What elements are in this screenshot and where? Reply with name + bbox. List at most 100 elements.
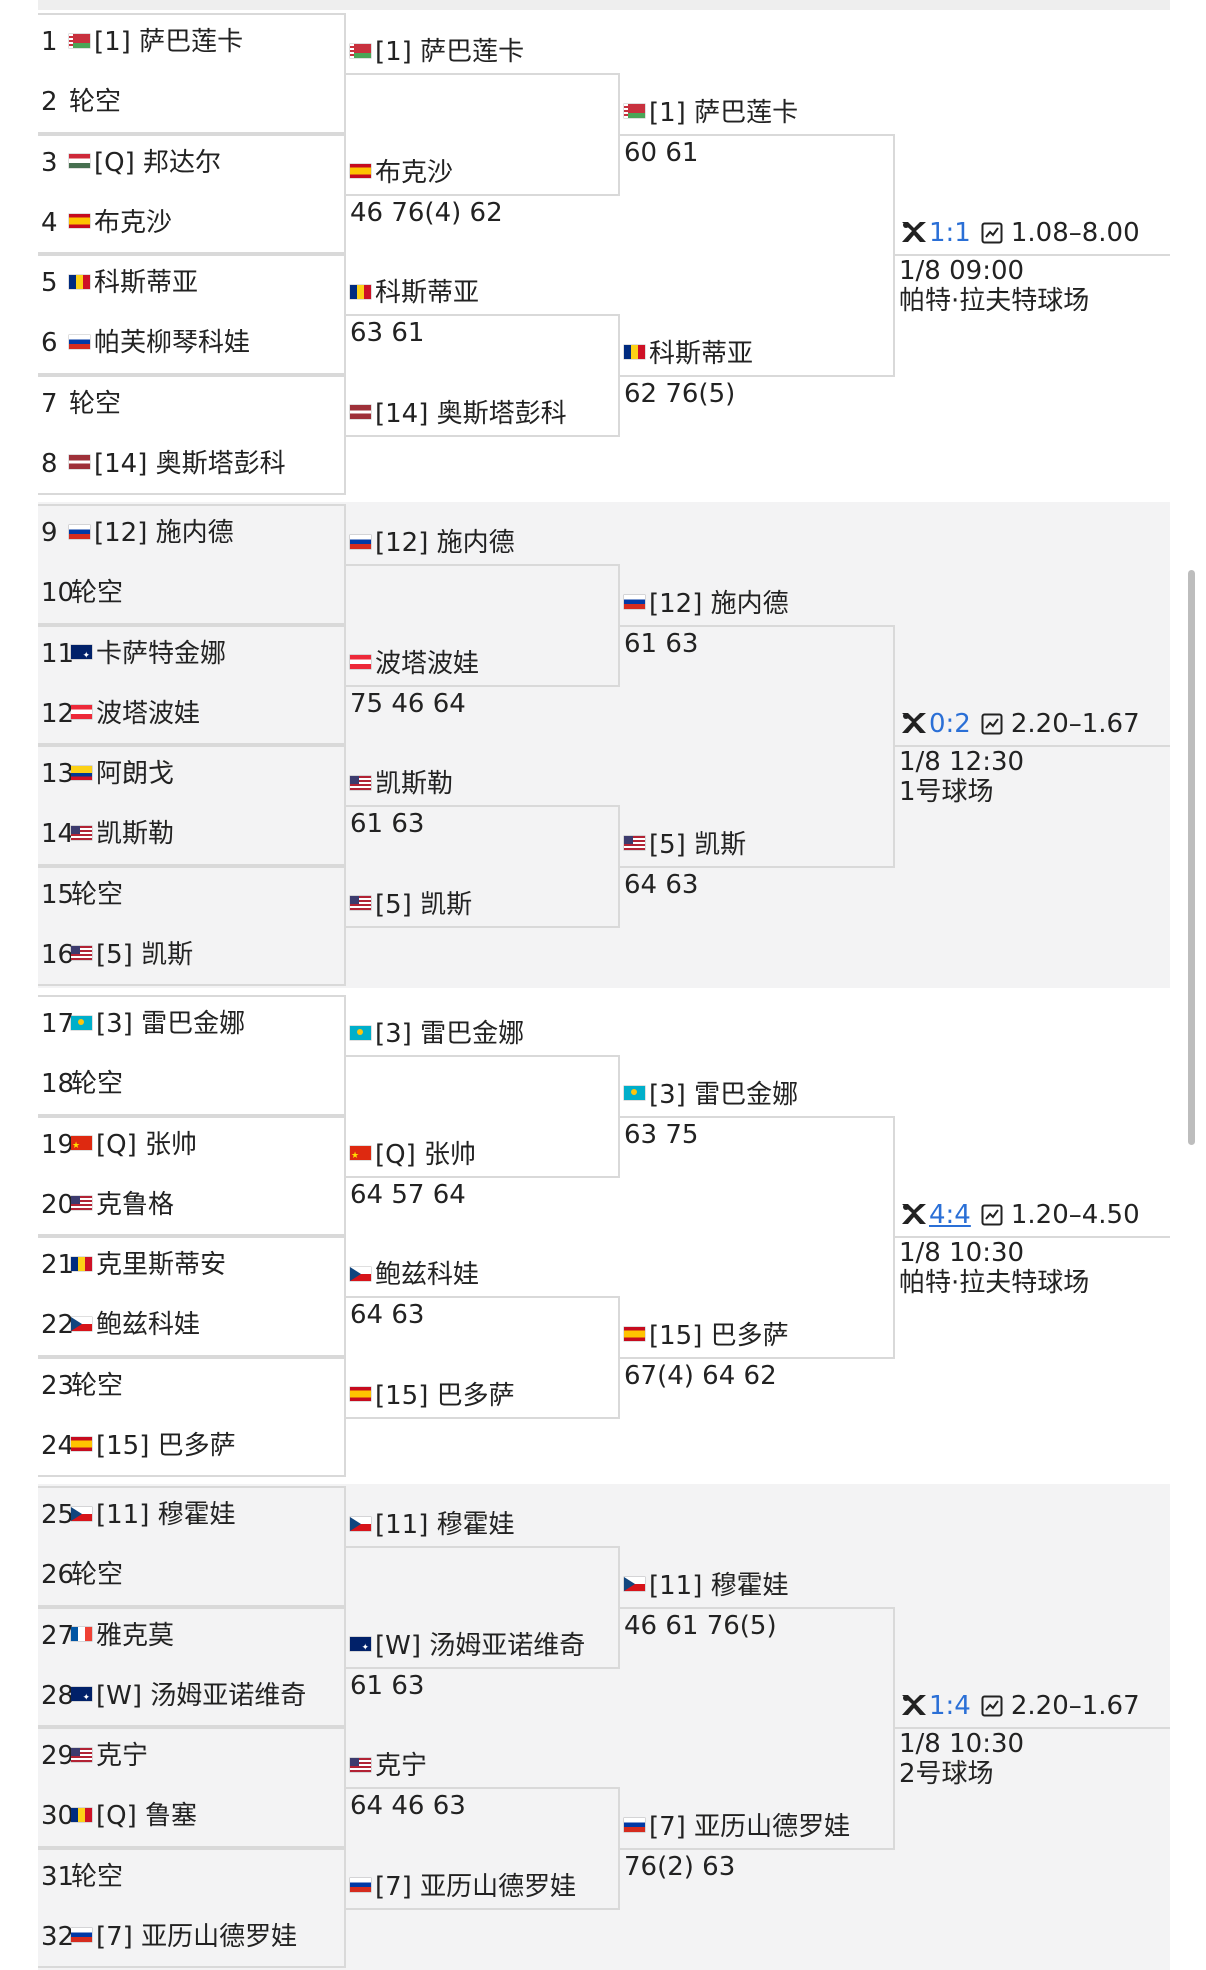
player-name[interactable]: [Q] 邦达尔 <box>94 147 222 178</box>
seed-number: 14 <box>41 819 75 850</box>
player-name[interactable]: 帕芙柳琴科娃 <box>94 328 251 359</box>
odds-chart-icon[interactable] <box>981 221 1003 243</box>
player-name[interactable]: 轮空 <box>69 87 122 118</box>
player-name[interactable]: [7] 亚历山德罗娃 <box>96 1921 298 1952</box>
player-name[interactable]: [5] 凯斯 <box>96 939 194 970</box>
bracket-line <box>893 624 895 868</box>
flag-au-icon <box>350 1633 371 1663</box>
head-to-head-link[interactable]: 1:1 <box>929 218 971 248</box>
player-name[interactable]: 凯斯勒 <box>96 819 175 850</box>
tennis-match-icon[interactable] <box>899 219 929 245</box>
odds-value[interactable]: 1.20–4.50 <box>1010 1200 1140 1230</box>
player-name[interactable]: 轮空 <box>71 578 124 609</box>
r2-entry: [Q] 张帅 <box>350 1139 477 1171</box>
player-name[interactable]: [3] 雷巴金娜 <box>375 1019 525 1050</box>
bracket-line <box>618 1787 620 1910</box>
player-name[interactable]: [15] 巴多萨 <box>375 1380 515 1411</box>
player-name[interactable]: 克宁 <box>96 1741 149 1771</box>
odds-value[interactable]: 2.20–1.67 <box>1010 1691 1140 1721</box>
bracket-line <box>346 314 620 317</box>
player-name[interactable]: [Q] 张帅 <box>375 1139 477 1170</box>
player-name[interactable]: 轮空 <box>71 1861 124 1892</box>
bracket-line <box>346 1787 620 1790</box>
player-name[interactable]: 轮空 <box>69 388 122 419</box>
player-name[interactable]: [14] 奥斯塔彭科 <box>375 398 567 429</box>
tennis-match-icon[interactable] <box>899 710 929 736</box>
player-name[interactable]: [12] 施内德 <box>375 528 515 559</box>
odds-chart-icon[interactable] <box>981 1694 1003 1716</box>
tennis-match-icon[interactable] <box>899 1692 929 1718</box>
player-name[interactable]: 鲍兹科娃 <box>96 1310 201 1341</box>
player-name[interactable]: 轮空 <box>71 879 124 910</box>
flag-au-icon <box>71 1683 92 1713</box>
seed-number: 26 <box>41 1560 75 1591</box>
head-to-head-link[interactable]: 4:4 <box>929 1200 971 1230</box>
player-name[interactable]: 克宁 <box>375 1751 428 1782</box>
player-name[interactable]: 克里斯蒂安 <box>96 1250 227 1280</box>
player-name[interactable]: 克鲁格 <box>96 1189 175 1220</box>
flag-ru-icon <box>624 595 645 609</box>
player-name[interactable]: [1] 萨巴莲卡 <box>94 27 244 57</box>
player-name[interactable]: 科斯蒂亚 <box>649 338 754 369</box>
player-name[interactable]: [11] 穆霍娃 <box>375 1510 515 1541</box>
match-time: 1/8 10:30 <box>899 1729 1025 1759</box>
flag-ro-icon <box>624 345 645 359</box>
player-name[interactable]: 雅克莫 <box>96 1620 175 1651</box>
seed-number: 29 <box>41 1741 75 1771</box>
player-name[interactable]: 波塔波娃 <box>96 698 201 729</box>
player-name[interactable]: [1] 萨巴莲卡 <box>649 97 799 128</box>
head-to-head-link[interactable]: 0:2 <box>929 709 971 739</box>
head-to-head-link[interactable]: 1:4 <box>929 1691 971 1721</box>
player-name[interactable]: 凯斯勒 <box>375 769 454 800</box>
player-name[interactable]: [15] 巴多萨 <box>649 1320 789 1351</box>
player-name[interactable]: 科斯蒂亚 <box>375 278 480 309</box>
player-name[interactable]: [1] 萨巴莲卡 <box>375 37 525 68</box>
player-name[interactable]: [15] 巴多萨 <box>96 1430 236 1461</box>
seed-number: 32 <box>41 1921 75 1952</box>
player-name[interactable]: 阿朗戈 <box>96 759 175 789</box>
player-name[interactable]: [Q] 张帅 <box>96 1129 198 1160</box>
player-name[interactable]: 卡萨特金娜 <box>96 638 227 669</box>
flag-us-icon <box>350 775 371 790</box>
player-name[interactable]: [11] 穆霍娃 <box>649 1570 789 1601</box>
player-name[interactable]: [12] 施内德 <box>94 518 234 548</box>
tennis-match-icon[interactable] <box>899 1201 929 1227</box>
bracket-line <box>38 1606 346 1609</box>
player-name[interactable]: 布克沙 <box>94 207 173 238</box>
player-name[interactable]: [W] 汤姆亚诺维奇 <box>375 1630 586 1661</box>
bracket-line <box>38 622 346 625</box>
player-name[interactable]: [3] 雷巴金娜 <box>649 1079 799 1110</box>
player-name[interactable]: 轮空 <box>71 1560 124 1591</box>
player-name[interactable]: [5] 凯斯 <box>649 829 747 860</box>
bracket-line <box>346 1546 620 1549</box>
player-name[interactable]: [3] 雷巴金娜 <box>96 1009 246 1039</box>
odds-value[interactable]: 2.20–1.67 <box>1010 709 1140 739</box>
odds-chart-icon[interactable] <box>981 1203 1003 1225</box>
player-name[interactable]: 轮空 <box>71 1370 124 1401</box>
player-name[interactable]: 轮空 <box>71 1069 124 1100</box>
bracket-line <box>893 133 895 377</box>
player-name[interactable]: [5] 凯斯 <box>375 889 473 920</box>
top-bar <box>38 0 1170 10</box>
player-name[interactable]: 科斯蒂亚 <box>94 268 199 298</box>
player-name[interactable]: [Q] 鲁塞 <box>96 1801 198 1832</box>
player-name[interactable]: [14] 奥斯塔彭科 <box>94 448 286 479</box>
bracket-line <box>38 1604 346 1607</box>
player-name[interactable]: 鲍兹科娃 <box>375 1260 480 1291</box>
r2-entry: [11] 穆霍娃 <box>350 1510 515 1540</box>
r1-entry: 15轮空 <box>41 880 123 910</box>
odds-chart-icon[interactable] <box>981 712 1003 734</box>
player-name[interactable]: [12] 施内德 <box>649 588 789 619</box>
odds-value[interactable]: 1.08–8.00 <box>1010 218 1140 248</box>
bracket-line <box>38 372 346 375</box>
player-name[interactable]: [11] 穆霍娃 <box>96 1500 236 1530</box>
player-name[interactable]: [7] 亚历山德罗娃 <box>649 1811 851 1842</box>
player-name[interactable]: 布克沙 <box>375 157 454 188</box>
player-name[interactable]: 波塔波娃 <box>375 648 480 679</box>
flag-us-icon <box>71 825 92 840</box>
player-name[interactable]: [7] 亚历山德罗娃 <box>375 1871 577 1902</box>
player-name[interactable]: [W] 汤姆亚诺维奇 <box>96 1680 307 1711</box>
bracket-line <box>38 745 346 747</box>
scrollbar[interactable] <box>1188 570 1195 1145</box>
